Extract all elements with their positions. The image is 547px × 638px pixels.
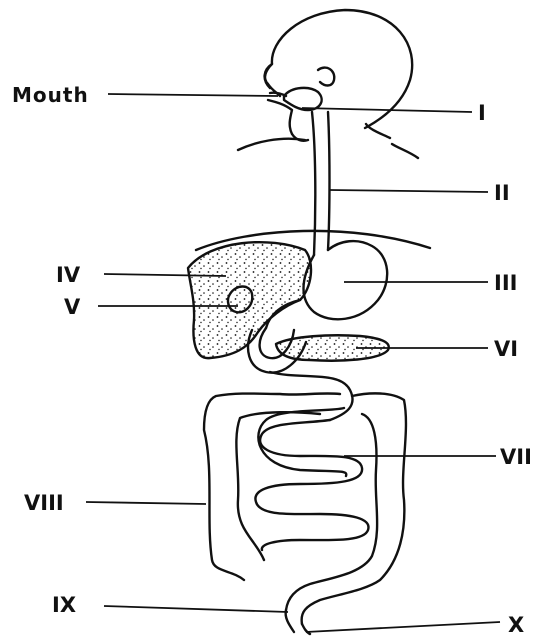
label-viii: VIII: [24, 491, 64, 515]
salivary-gland: [284, 88, 322, 110]
label-iv: IV: [56, 263, 81, 287]
small-intestine: [255, 420, 368, 550]
label-x: X: [508, 613, 524, 637]
label-i: I: [478, 101, 486, 125]
leader-x: [306, 622, 500, 632]
rectum: [286, 610, 310, 634]
leader-viii: [86, 502, 206, 504]
label-ix: IX: [52, 593, 76, 617]
stomach: [304, 241, 388, 319]
label-ii: II: [494, 181, 510, 205]
label-mouth: Mouth: [12, 83, 89, 107]
oesophagus-inner: [328, 112, 330, 250]
large-intestine-inner: [236, 412, 377, 610]
leader-ii: [330, 190, 488, 192]
ear: [318, 68, 334, 86]
leader-ix: [104, 606, 288, 612]
leader-mouth: [108, 94, 278, 96]
label-vi: VI: [494, 337, 518, 361]
nose: [265, 64, 280, 96]
label-iii: III: [494, 271, 517, 295]
right-shoulder: [366, 124, 418, 158]
label-vii: VII: [500, 445, 532, 469]
lips: [268, 93, 292, 134]
label-v: V: [64, 295, 81, 319]
oesophagus: [312, 112, 315, 255]
left-shoulder: [238, 139, 305, 150]
